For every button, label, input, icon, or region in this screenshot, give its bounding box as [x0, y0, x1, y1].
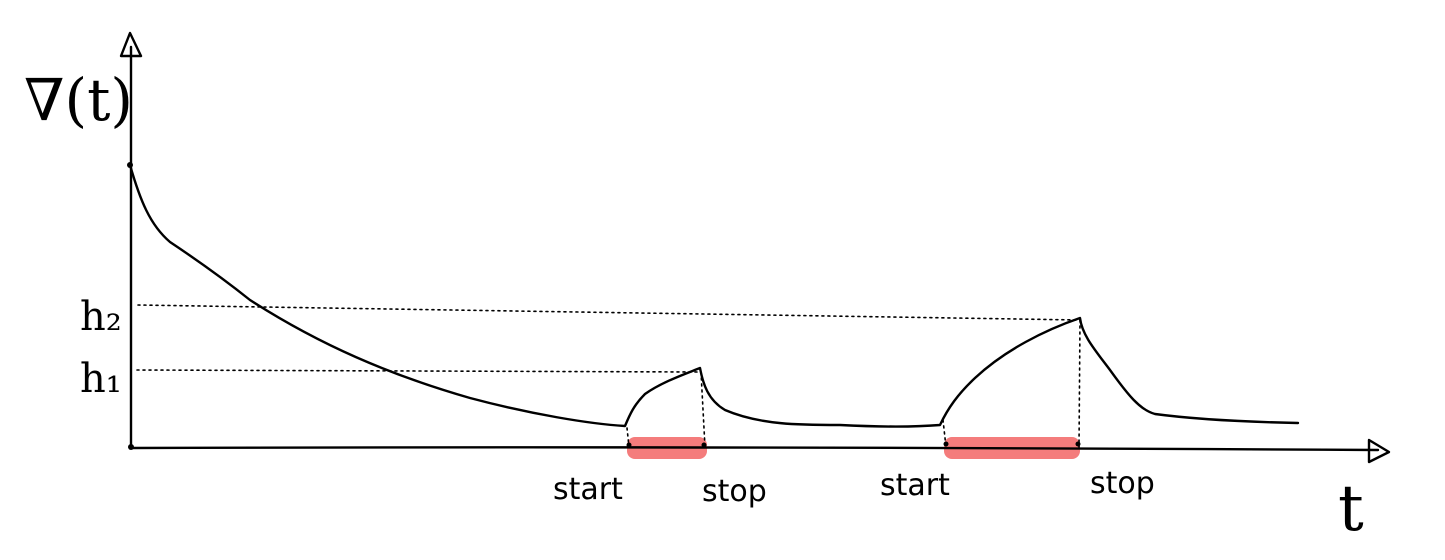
origin-dot [128, 444, 134, 450]
x-axis-arrowhead [1367, 438, 1391, 464]
stop-guide-line-1 [700, 371, 706, 448]
start-guide-line-2 [942, 419, 947, 448]
y-axis-arrowhead [119, 31, 143, 58]
h1-guide-line [136, 369, 701, 373]
stop-dot-2 [1075, 441, 1081, 447]
x-axis-label: t [1338, 472, 1364, 546]
start-dot-2 [943, 441, 949, 447]
stop-guide-line-2 [1078, 319, 1081, 448]
stop-dot-1 [701, 442, 707, 448]
stop-label-2: stop [1090, 466, 1155, 501]
start-label-1: start [553, 472, 623, 507]
start-dot-1 [626, 442, 632, 448]
h2-guide-line [137, 304, 1081, 321]
level-curve [128, 163, 1300, 428]
curve-start-dot [127, 162, 133, 168]
stop-label-1: stop [702, 474, 767, 509]
y-axis-label: ∇(t) [24, 66, 133, 134]
h2-label: h₂ [80, 294, 122, 340]
x-axis [129, 446, 1380, 452]
start-label-2: start [880, 468, 950, 503]
h1-label: h₁ [80, 356, 122, 402]
